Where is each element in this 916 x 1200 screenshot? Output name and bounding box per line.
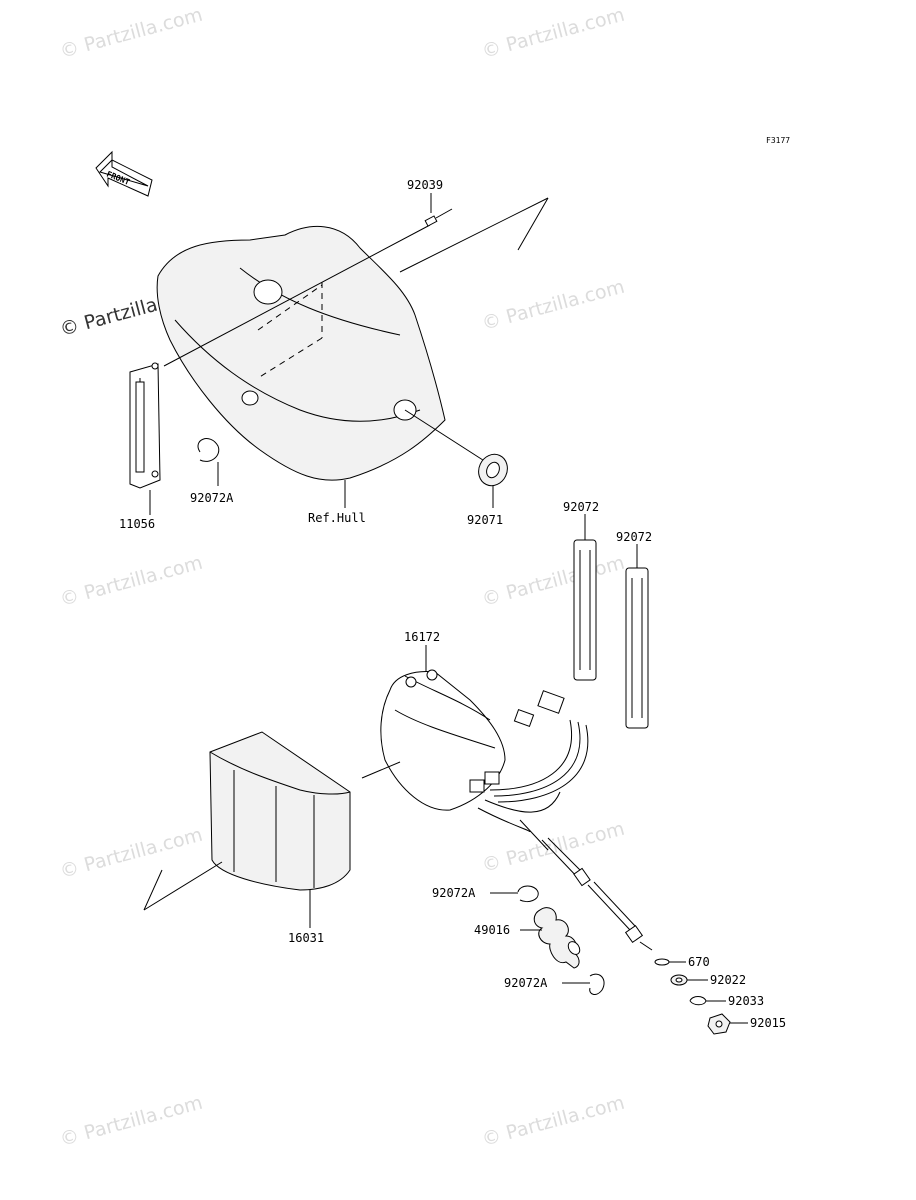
watermark: © Partzilla.com xyxy=(480,552,627,611)
watermark: © Partzilla.com xyxy=(480,818,627,877)
strap-92072-a xyxy=(573,514,597,681)
electrical-box-16172 xyxy=(380,645,565,811)
hull-hole xyxy=(253,279,283,305)
callout-49016: 49016 xyxy=(474,923,510,937)
watermark: © Partzilla.com xyxy=(480,1092,627,1151)
callout-92022: 92022 xyxy=(710,973,746,987)
watermark: © Partzilla.com xyxy=(58,824,205,883)
front-arrow-icon: FRONT xyxy=(95,150,153,197)
bracket-11056 xyxy=(129,362,161,515)
reference-code: F3177 xyxy=(766,136,790,145)
watermark: © Partzilla.com xyxy=(58,4,205,63)
clamp-92072a-low xyxy=(562,973,605,995)
callout-92039: 92039 xyxy=(407,178,443,192)
boot-49016 xyxy=(520,907,581,969)
callout-92072: 92072 xyxy=(563,500,599,514)
callout-92072a: 92072A xyxy=(190,491,234,505)
lock-washer-92033 xyxy=(689,996,726,1006)
wire-harness xyxy=(477,719,589,833)
callout-92072a: 92072A xyxy=(432,886,476,900)
callout-16031: 16031 xyxy=(288,931,324,945)
watermark: © Partzilla.com xyxy=(480,276,627,335)
callout-16172: 16172 xyxy=(404,630,440,644)
strap-92072-b xyxy=(625,544,649,729)
watermark: © Partzilla.com xyxy=(58,1092,205,1151)
callout-92071: 92071 xyxy=(467,513,503,527)
cover-16031 xyxy=(209,731,351,928)
callout-92015: 92015 xyxy=(750,1016,786,1030)
callout-labels: 92039 11056 92072A Ref.Hull 92071 92072 … xyxy=(119,178,786,1030)
throttle-cable xyxy=(519,819,653,951)
watermark: © Partzilla.com xyxy=(58,552,205,611)
o-ring-670 xyxy=(654,958,686,966)
hull-hole xyxy=(241,390,259,406)
washer-92022 xyxy=(670,974,708,986)
hull-cover xyxy=(156,225,446,481)
guide-line xyxy=(163,224,431,367)
callout-92033: 92033 xyxy=(728,994,764,1008)
callout-92072: 92072 xyxy=(616,530,652,544)
callout-ref-hull: Ref.Hull xyxy=(308,511,366,525)
callout-11056: 11056 xyxy=(119,517,155,531)
watermark: © Partzilla.com xyxy=(480,4,627,63)
callout-670: 670 xyxy=(688,955,710,969)
grommet-92071 xyxy=(404,409,508,508)
clamp-92072a-mid xyxy=(490,885,539,903)
screw-92039 xyxy=(424,193,453,227)
callout-92072a: 92072A xyxy=(504,976,548,990)
nut-92015 xyxy=(707,1013,748,1035)
clamp-92072a-top xyxy=(197,438,220,486)
